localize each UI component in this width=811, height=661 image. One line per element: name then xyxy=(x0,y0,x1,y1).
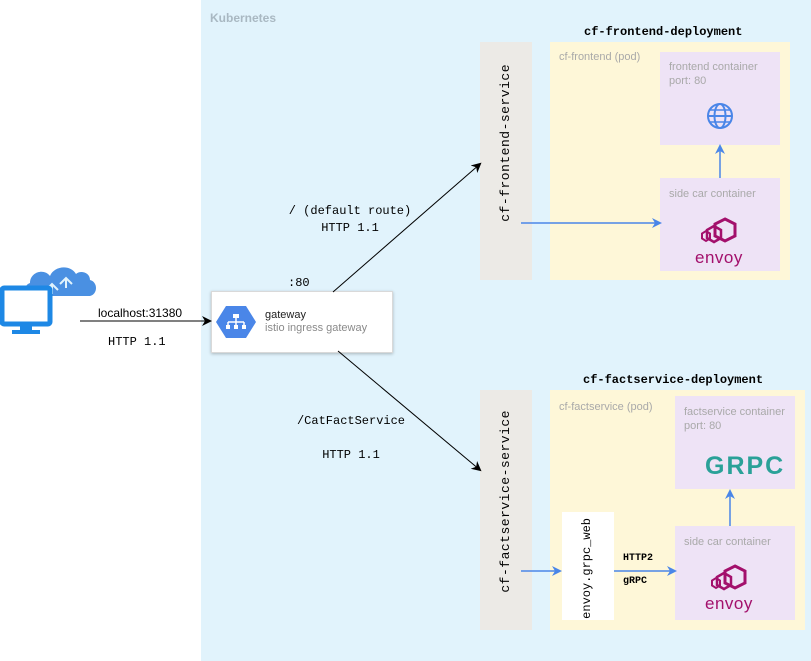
gateway-name: gateway xyxy=(265,309,306,321)
client-host-label: localhost:31380 xyxy=(98,306,183,320)
factservice-sidecar-label: side car container xyxy=(684,536,771,548)
factservice-deployment-title: cf-factservice-deployment xyxy=(583,373,764,387)
frontend-container-label: frontend container xyxy=(669,61,758,73)
filter-edge-label-protocol: HTTP2 xyxy=(623,553,654,564)
envoy-logo-icon xyxy=(701,217,737,244)
factservice-container[interactable]: factservice container port: 80 GRPC xyxy=(675,396,795,489)
factservice-container-label: factservice container xyxy=(684,406,785,418)
gateway-hexagon-icon xyxy=(216,306,256,338)
frontend-container[interactable]: frontend container port: 80 xyxy=(660,52,780,145)
factservice-pod-label: cf-factservice (pod) xyxy=(559,401,653,413)
frontend-deployment-title: cf-frontend-deployment xyxy=(584,25,743,39)
gateway-to-frontend-service-edge xyxy=(332,162,482,293)
frontend-service[interactable]: cf-frontend-service xyxy=(480,42,532,280)
filter-edge-label-rpc: gRPC xyxy=(623,576,648,587)
factservice-container-port: port: 80 xyxy=(684,420,722,432)
factservice-sidecar-envoy-text: envoy xyxy=(705,594,753,613)
frontend-sidecar-label: side car container xyxy=(669,188,756,200)
client-computer-icon xyxy=(0,267,96,334)
factservice-service[interactable]: cf-factservice-service xyxy=(480,390,532,630)
gateway-port-label: :80 xyxy=(288,276,310,290)
frontend-sidecar-container[interactable]: side car container envoy xyxy=(660,178,780,271)
envoy-logo-icon xyxy=(711,564,747,591)
frontend-pod-label: cf-frontend (pod) xyxy=(559,51,641,63)
factservice-sidecar-container[interactable]: side car container envoy xyxy=(675,526,795,620)
grpc-logo: GRPC xyxy=(705,452,786,480)
gateway-card[interactable] xyxy=(211,291,393,353)
gateway-subtitle: istio ingress gateway xyxy=(265,322,368,334)
frontend-container-port: port: 80 xyxy=(669,75,707,87)
grpc-web-filter[interactable]: envoy.grpc_web xyxy=(562,512,614,620)
kubernetes-title: Kubernetes xyxy=(210,11,277,25)
client-protocol-label: HTTP 1.1 xyxy=(108,335,166,349)
frontend-sidecar-envoy-text: envoy xyxy=(695,248,743,267)
globe-icon xyxy=(707,103,733,129)
gateway-to-factservice-service-edge xyxy=(337,350,482,472)
frontend-route-label: / (default route)HTTP 1.1 xyxy=(288,204,412,235)
